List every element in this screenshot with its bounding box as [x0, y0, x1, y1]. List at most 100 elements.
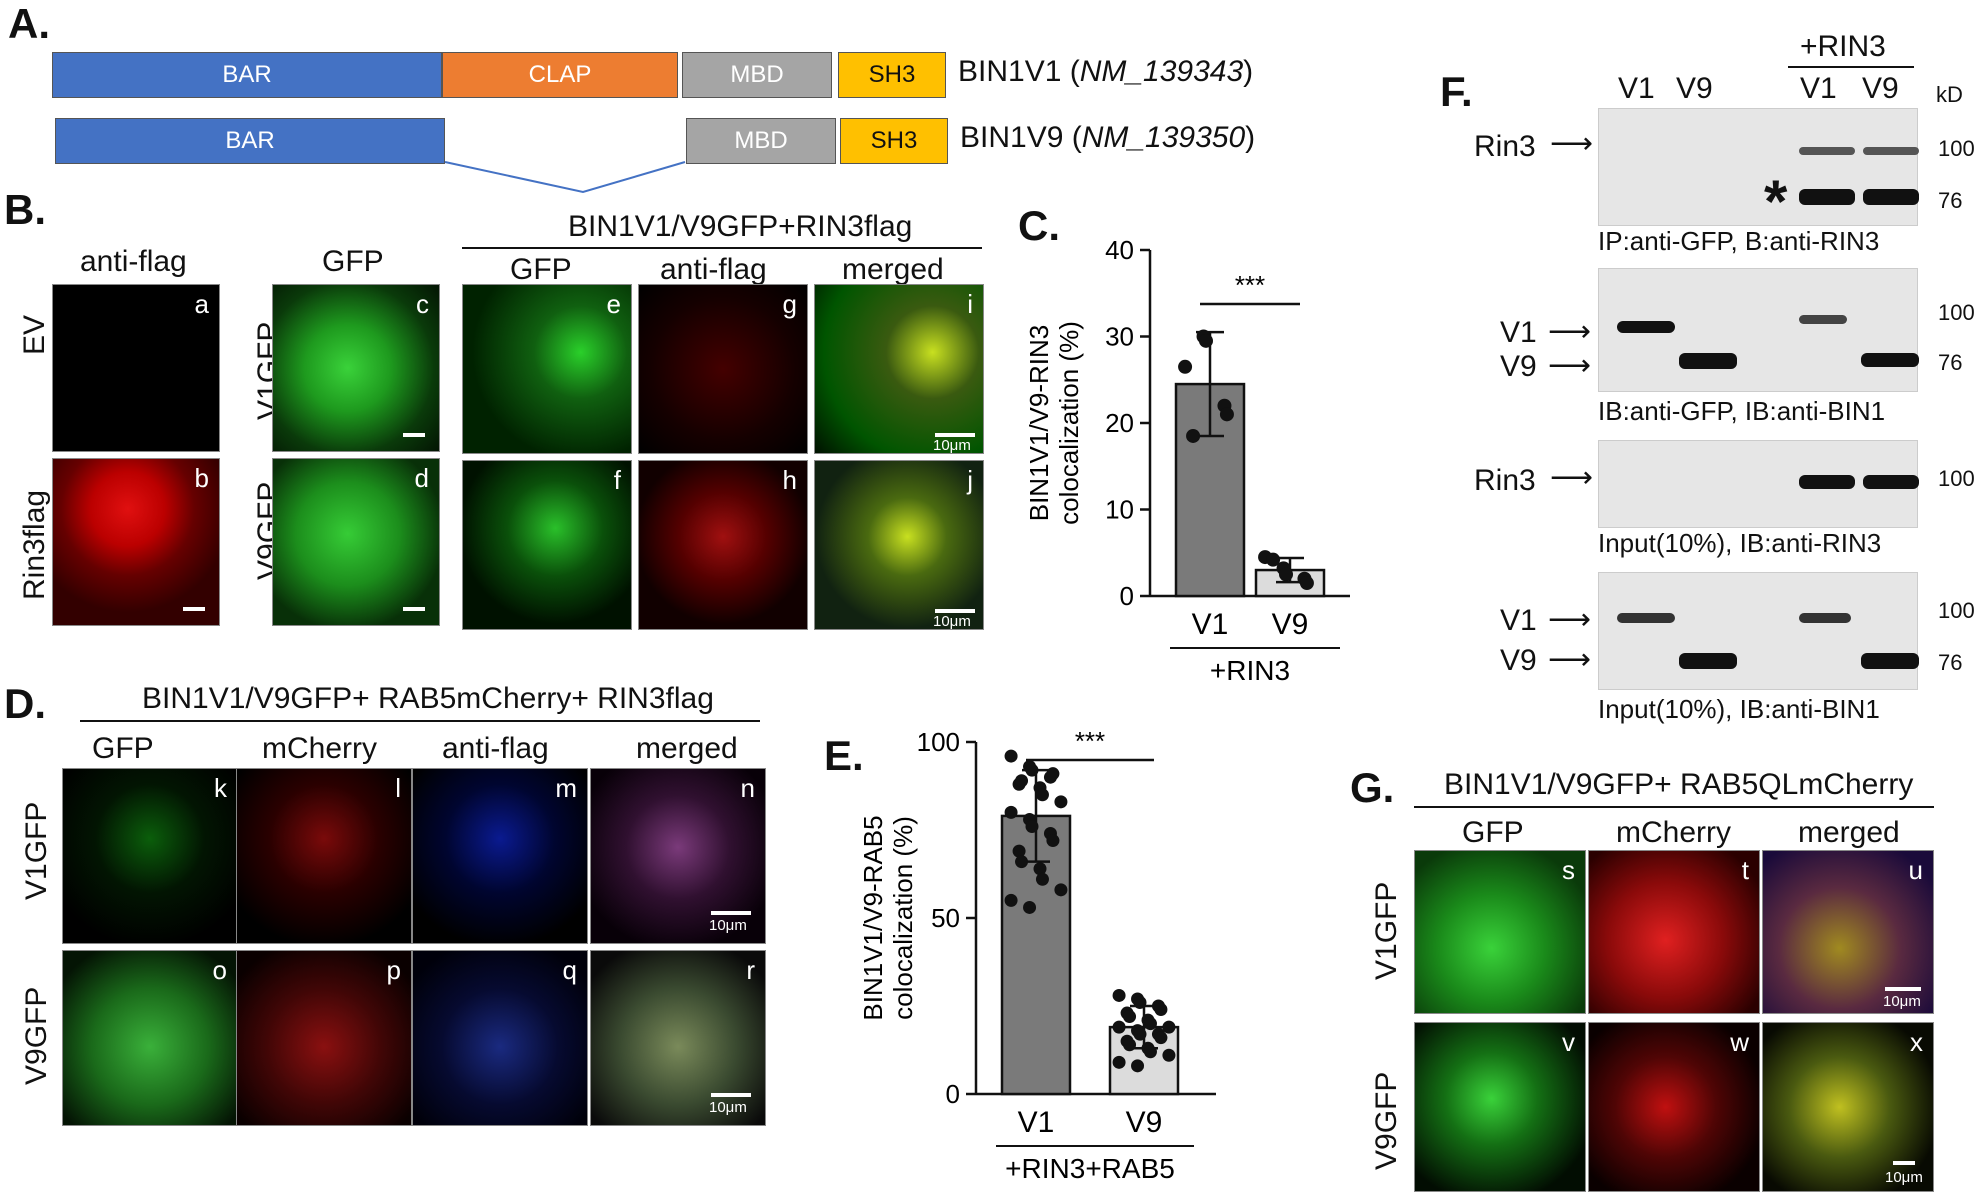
chartC-ytick-label-20: 20	[1105, 408, 1134, 438]
chart-c: BIN1V1/V9-RIN3 colocalization (%)0102030…	[1024, 236, 1350, 686]
micrograph-p: p	[236, 950, 412, 1126]
bin1v1-mbd-domain: MBD	[682, 52, 832, 98]
splice-connector	[444, 161, 686, 194]
chartE-point-V1-20	[1004, 893, 1018, 907]
chartC-xtick-label-V1: V1	[1192, 608, 1229, 641]
kd-label: kD	[1936, 82, 1963, 107]
blot3-caption: Input(10%), IB:anti-RIN3	[1598, 528, 1882, 558]
chartC-point-V9-2	[1279, 567, 1293, 582]
micrograph-g: g	[638, 284, 808, 454]
chartC-point-V1-2	[1199, 333, 1213, 348]
panel-d-row-v9: V9GFP	[20, 986, 53, 1085]
chartC-point-V9-5	[1266, 552, 1281, 567]
chartE-point-V1-21	[1023, 900, 1037, 914]
micrograph-e: e	[462, 284, 632, 454]
blot4-mark-76: 76	[1938, 650, 1963, 675]
chartC-ytick-label-40: 40	[1105, 236, 1134, 265]
chartE-point-V9-2	[1133, 995, 1147, 1009]
chartC-ylabel-line2: colocalization (%)	[1054, 321, 1084, 525]
micrograph-k: k	[62, 768, 238, 944]
chartE-point-V1-19	[1054, 883, 1068, 897]
panel-d-col-antiflag: anti-flag	[442, 732, 549, 765]
chartE-point-V9-12	[1133, 1027, 1147, 1041]
chartE-ytick-label-50: 50	[931, 903, 960, 933]
panel-c-letter: C.	[1018, 202, 1060, 249]
col-anti-flag-label: anti-flag	[80, 245, 187, 278]
blot3-mark-100: 100	[1938, 466, 1975, 491]
sub-gfp-label: GFP	[510, 253, 572, 286]
chartC-ytick-label-10: 10	[1105, 495, 1134, 525]
blot2-mark-76: 76	[1938, 350, 1963, 375]
chartE-point-V9-16	[1123, 1038, 1137, 1052]
lane-label-1: V1	[1618, 72, 1655, 105]
chartE-point-V1-9	[1054, 795, 1068, 809]
chartE-point-V1-6	[1015, 774, 1029, 788]
chartE-ylabel-line2: colocalization (%)	[888, 816, 918, 1020]
blot4-caption: Input(10%), IB:anti-BIN1	[1598, 694, 1880, 724]
chartC-xtick-label-V9: V9	[1272, 608, 1309, 641]
chartE-point-V9-0	[1112, 988, 1126, 1002]
bin1v9-mbd-domain: MBD	[686, 118, 836, 164]
col-gfp-label: GFP	[322, 245, 384, 278]
bin1v9-bar-domain: BAR	[55, 118, 445, 164]
panel-g-row-v1: V1GFP	[1370, 881, 1403, 980]
bin1v1-bar-domain: BAR	[52, 52, 442, 98]
chartE-group-label: +RIN3+RAB5	[1005, 1153, 1175, 1184]
micrograph-q: q	[412, 950, 588, 1126]
chartE-point-V1-16	[1015, 855, 1029, 869]
chartE-xtick-label-V9: V9	[1126, 1106, 1163, 1139]
micrograph-w: w	[1588, 1022, 1760, 1192]
micrograph-v: v	[1414, 1022, 1586, 1192]
blot3-arrow: ⟶	[1550, 461, 1594, 494]
blot-ip-rin3: *	[1598, 108, 1919, 235]
micrograph-h: h	[638, 460, 808, 630]
chartE-point-V9-19	[1162, 1048, 1176, 1062]
chartE-ytick-label-0: 0	[946, 1079, 960, 1109]
lane-label-3: V1	[1800, 72, 1837, 105]
blot1-arrow: ⟶	[1550, 127, 1594, 160]
micrograph-c: c	[272, 284, 440, 452]
chartE-point-V1-2	[1025, 763, 1039, 777]
chartE-point-V1-10	[1004, 805, 1018, 819]
chartE-point-V9-4	[1154, 1003, 1168, 1017]
chartE-point-V9-18	[1143, 1045, 1157, 1059]
panel-a-letter: A.	[8, 0, 50, 47]
panel-d-row-v1: V1GFP	[20, 801, 53, 900]
chartE-ytick-label-100: 100	[917, 727, 960, 757]
panel-g-col-gfp: GFP	[1462, 816, 1524, 849]
micrograph-s: s	[1414, 850, 1586, 1014]
chartE-point-V9-8	[1143, 1017, 1157, 1031]
chartC-ytick-label-0: 0	[1120, 581, 1134, 611]
blot1-mark-100: 100	[1938, 136, 1975, 161]
chartE-point-V1-18	[1035, 872, 1049, 886]
blot4-left-v1: V1	[1500, 604, 1537, 637]
blot1-caption: IP:anti-GFP, B:anti-RIN3	[1598, 226, 1880, 256]
micrograph-f: f	[462, 460, 632, 630]
micrograph-l: l	[236, 768, 412, 944]
chartC-sig-text: ***	[1235, 270, 1265, 300]
micrograph-m: m	[412, 768, 588, 944]
panel-f-letter: F.	[1440, 68, 1473, 115]
lane-label-2: V9	[1676, 72, 1713, 105]
bin1v1-sh3-domain: SH3	[838, 52, 946, 98]
blot2-arrow-v9: ⟶	[1548, 349, 1592, 382]
chartC-point-V1-0	[1178, 359, 1193, 374]
blot-input-rin3	[1598, 440, 1919, 528]
lane-label-4: V9	[1862, 72, 1899, 105]
row-rin3-label: Rin3flag	[18, 489, 51, 600]
chartE-sig-text: ***	[1075, 726, 1105, 756]
chartE-point-V1-8	[1035, 788, 1049, 802]
micrograph-a: a	[52, 284, 220, 452]
panel-d-col-merged: merged	[636, 732, 738, 765]
blot4-left-v9: V9	[1500, 644, 1537, 677]
micrograph-o: o	[62, 950, 238, 1126]
chart-c-ylabel: BIN1V1/V9-RIN3	[1024, 325, 1054, 522]
chartE-point-V9-6	[1123, 1010, 1137, 1024]
blot2-caption: IB:anti-GFP, IB:anti-BIN1	[1598, 396, 1886, 426]
bin1v9-name: BIN1V9 (NM_139350)	[960, 121, 1256, 154]
